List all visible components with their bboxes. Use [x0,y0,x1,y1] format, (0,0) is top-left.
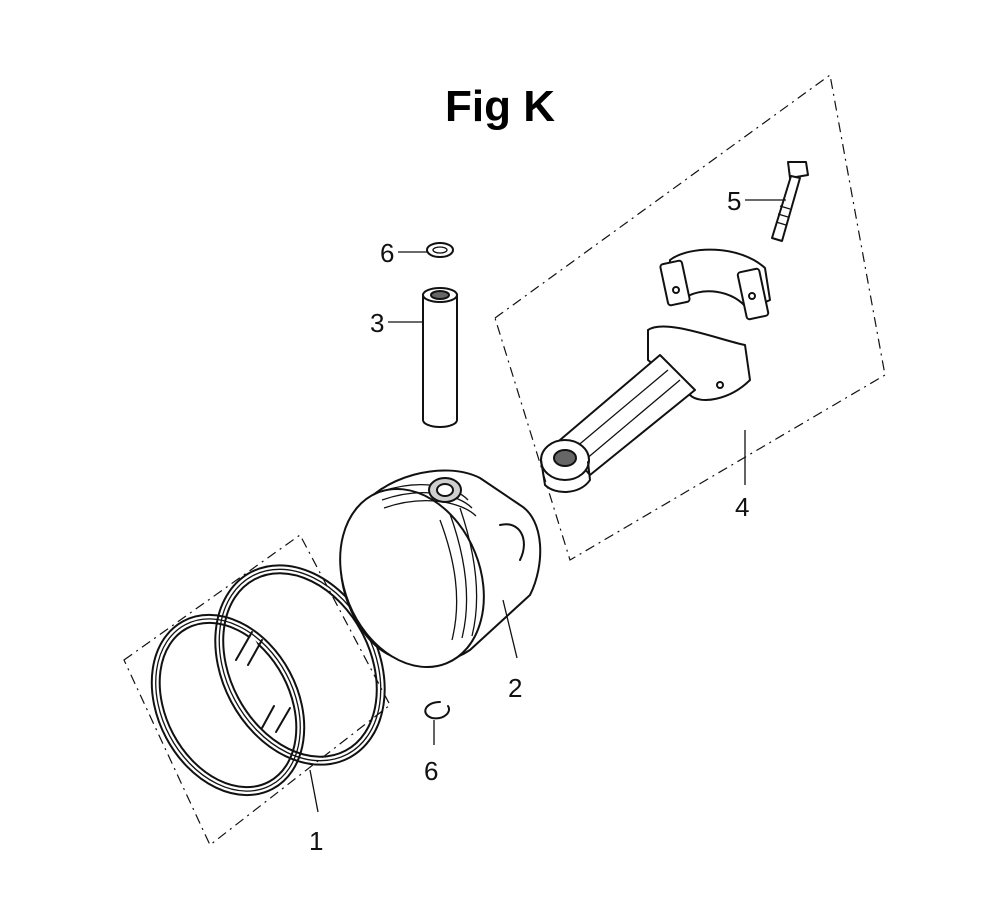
callout-6-upper: 6 [380,238,394,268]
connecting-rod[interactable] [540,248,771,493]
leader-line-1 [309,769,319,813]
callout-5: 5 [727,186,741,216]
piston-rings[interactable] [122,536,419,822]
callout-4: 4 [735,492,749,522]
piston[interactable] [314,467,542,689]
rod-bolt[interactable] [771,161,809,242]
pin-clip-lower[interactable] [424,701,450,720]
callout-1: 1 [309,826,323,856]
pin-clip-upper[interactable] [426,242,454,258]
callout-3: 3 [370,308,384,338]
leader-line-2 [502,599,518,659]
connecting-rod-frame [494,73,886,561]
ring-set-frame [123,534,391,846]
callout-6-lower: 6 [424,756,438,786]
callout-2: 2 [508,673,522,703]
piston-pin[interactable] [422,287,458,428]
figure-title: Fig K [445,82,555,131]
